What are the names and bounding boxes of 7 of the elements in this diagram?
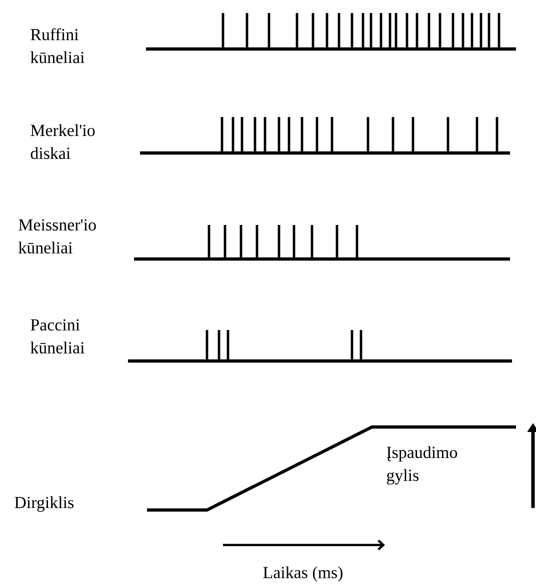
row-label: Dirgiklis	[14, 496, 74, 512]
stimulus-label: Įspaudimo gylis	[386, 446, 458, 485]
row-label: Merkel'io diskai	[30, 124, 95, 160]
row-label: Paccini kūneliai	[30, 319, 84, 354]
row-label: Meissner'io kūneliai	[18, 219, 96, 254]
row-label: Ruffini kūneliai	[30, 28, 84, 64]
axis-label: Laikas (ms)	[263, 566, 342, 582]
